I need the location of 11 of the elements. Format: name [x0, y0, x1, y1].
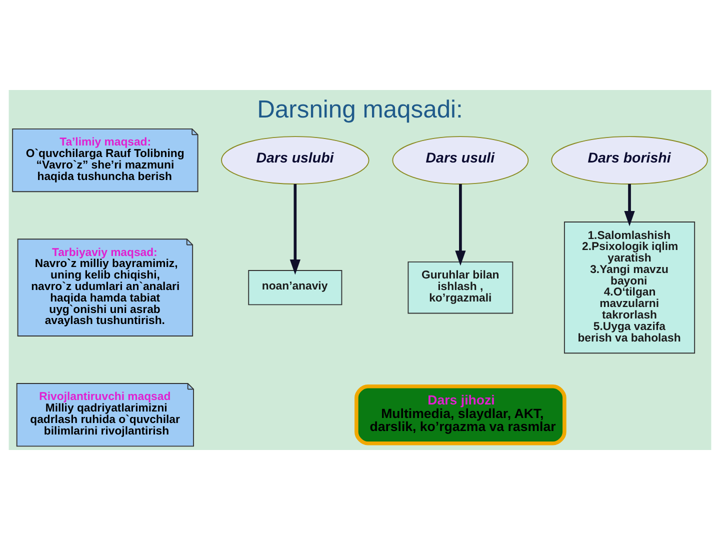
arrow: [290, 184, 300, 275]
node-box: Dars jihozi Multimedia, slaydlar, AKT, darslik, ko’rgazma va rasmlar: [354, 384, 566, 446]
node-ellipse: Dars usuli: [392, 136, 529, 184]
arrow: [624, 184, 635, 226]
node-ellipse: Dars uslubi: [221, 136, 370, 184]
node-box: noan’anaviy: [248, 270, 342, 306]
arrow: [455, 184, 466, 266]
node-box: Guruhlar bilan ishlash , ko’rgazmali: [408, 261, 514, 314]
node-box: 1.Salomlashish 2.Psixologik iqlim yaratish 3.Yangi mavzu bayoni 4.O‘tilgan mavzularni takrorlash 5.Uyga vazifa berish va baholash: [564, 222, 696, 354]
diagram-title: Darsning maqsadi:: [257, 96, 463, 124]
node-ellipse: Dars borishi: [551, 136, 708, 184]
